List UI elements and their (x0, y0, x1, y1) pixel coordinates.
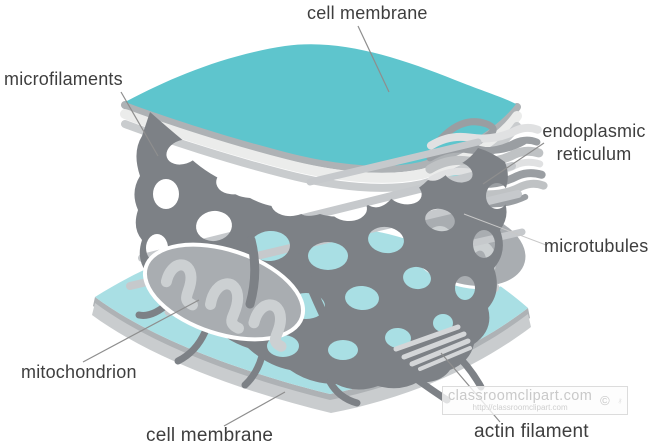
label-endoplasmic-reticulum: endoplasmic reticulum (536, 120, 650, 166)
label-cell-membrane-bottom: cell membrane (146, 425, 274, 446)
mitochondrion-left-graphic (142, 242, 306, 352)
watermark: classroomclipart.com http://classroomcli… (442, 386, 628, 415)
watermark-site-text: classroomclipart.com (448, 388, 593, 404)
artist-figure-icon (618, 398, 622, 403)
label-microtubules: microtubules (544, 236, 649, 256)
leader-line-microtubules (463, 213, 547, 246)
leader-line-microfilaments (120, 91, 159, 157)
label-endoplasmic-reticulum-line2: reticulum (556, 144, 632, 164)
leader-line-mitochondrion (82, 299, 200, 363)
label-cell-membrane-top: cell membrane (307, 3, 428, 23)
label-microfilaments: microfilaments (4, 69, 123, 89)
watermark-url-link[interactable]: http://classroomclipart.com (472, 403, 568, 412)
mesh-strands-over-mitochondrion (245, 235, 336, 335)
leader-line-endoplasmic-reticulum (482, 142, 545, 185)
leader-line-cell-membrane-top (357, 25, 390, 93)
label-mitochondrion: mitochondrion (21, 362, 137, 382)
label-endoplasmic-reticulum-line1: endoplasmic (542, 121, 646, 141)
leader-line-cell-membrane-bottom (223, 391, 286, 427)
label-actin-filament: actin filament (474, 421, 589, 442)
copyright-icon: © (600, 393, 610, 408)
